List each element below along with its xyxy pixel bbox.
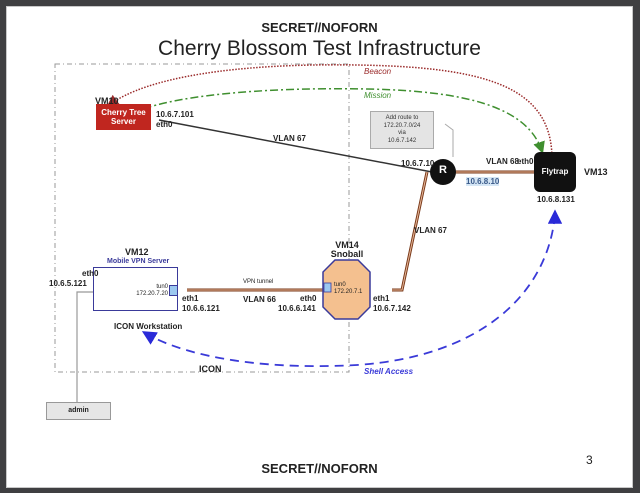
note-line2: 172.20.7.0/24: [383, 122, 421, 129]
note-line1: Add route to: [385, 115, 419, 121]
vm14-name-text: VM14: [335, 240, 359, 250]
diagram-canvas: [54, 63, 563, 403]
router-ip-left: 10.6.7.10: [401, 159, 435, 168]
vm12-tun0: tun0: [156, 284, 168, 290]
router-label: R: [439, 164, 447, 176]
header-classification: SECRET//NOFORN: [261, 20, 378, 35]
note-line4: 10.6.7.142: [387, 137, 417, 144]
vm10-name: VM10: [95, 96, 119, 106]
vm12-tun0-port: [169, 285, 178, 296]
flytrap-iface: eth0: [517, 157, 534, 166]
vm14-name: VM14 Snoball: [323, 241, 371, 259]
vm12-subtitle: Mobile VPN Server: [107, 258, 170, 265]
vm14-tun0: tun0: [334, 282, 346, 288]
admin-node[interactable]: admin: [46, 402, 111, 420]
vm12-eth0-ip: 10.6.5.121: [49, 279, 87, 288]
icon-zone-label: ICON: [199, 364, 222, 374]
footer-classification: SECRET//NOFORN: [261, 461, 378, 476]
vm14-eth0: eth0: [300, 294, 317, 303]
mission-label: Mission: [364, 91, 392, 100]
admin-connector: [76, 291, 93, 403]
vm14-eth0-ip: 10.6.6.141: [278, 304, 316, 313]
flytrap-label: Flytrap: [541, 167, 569, 176]
link-vlan67-top: [158, 119, 433, 173]
vlan68-label: VLAN 68: [486, 157, 519, 166]
vm12-name: VM12: [125, 247, 149, 257]
shell-access-label: Shell Access: [364, 367, 414, 376]
vm12-eth1: eth1: [182, 294, 199, 303]
cherry-tree-label-line2: Server: [111, 117, 136, 126]
vm14-tun0-ip: 172.20.7.1: [334, 289, 363, 295]
vm10-ip: 10.6.7.101: [156, 110, 194, 119]
router-node[interactable]: [430, 159, 456, 185]
beacon-arrow: [106, 64, 553, 160]
page-title: Cherry Blossom Test Infrastructure: [158, 37, 481, 60]
note-connector: [444, 123, 454, 157]
shell-access-arrow: [141, 214, 556, 368]
cherry-tree-server-node[interactable]: Cherry Tree Server: [96, 104, 151, 130]
vm10-iface: eth0: [156, 120, 173, 129]
vlan66-label: VLAN 66: [243, 295, 276, 304]
router-ip-right: 10.6.8.10: [466, 177, 500, 186]
slide-page: SECRET//NOFORN Cherry Blossom Test Infra…: [6, 6, 633, 488]
vpn-tunnel-label: VPN tunnel: [243, 279, 274, 285]
vlan67-right-label: VLAN 67: [414, 226, 447, 235]
vm14-eth1-ip: 10.6.7.142: [373, 304, 411, 313]
snoball-node[interactable]: [322, 259, 371, 320]
note-line3: via: [398, 130, 406, 136]
route-note-box: Add route to 172.20.7.0/24 via 10.6.7.14…: [370, 111, 434, 149]
page-number: 3: [586, 453, 593, 467]
vm12-tun0-ip: 172.20.7.20: [136, 291, 168, 297]
icon-zone-boundary: [54, 63, 350, 373]
vm14-eth1: eth1: [373, 294, 390, 303]
flytrap-node[interactable]: Flytrap: [534, 152, 576, 192]
vlan67-top-label: VLAN 67: [273, 134, 306, 143]
cherry-tree-label-line1: Cherry Tree: [101, 108, 146, 117]
flytrap-ip: 10.6.8.131: [537, 195, 575, 204]
vm14-tun0-block: tun0 172.20.7.1: [334, 282, 362, 296]
snoball-tun0-port: [323, 282, 332, 293]
admin-label: admin: [68, 407, 89, 414]
beacon-label: Beacon: [364, 67, 392, 76]
vm12-eth1-ip: 10.6.6.121: [182, 304, 220, 313]
icon-workstation-caption: ICON Workstation: [114, 322, 183, 331]
mission-arrow: [128, 87, 545, 154]
vm13-name: VM13: [584, 167, 608, 177]
vm14-subtitle: Snoball: [330, 249, 364, 259]
mobile-vpn-server-node[interactable]: tun0 172.20.7.20: [93, 267, 178, 311]
vm12-eth0: eth0: [82, 269, 99, 278]
